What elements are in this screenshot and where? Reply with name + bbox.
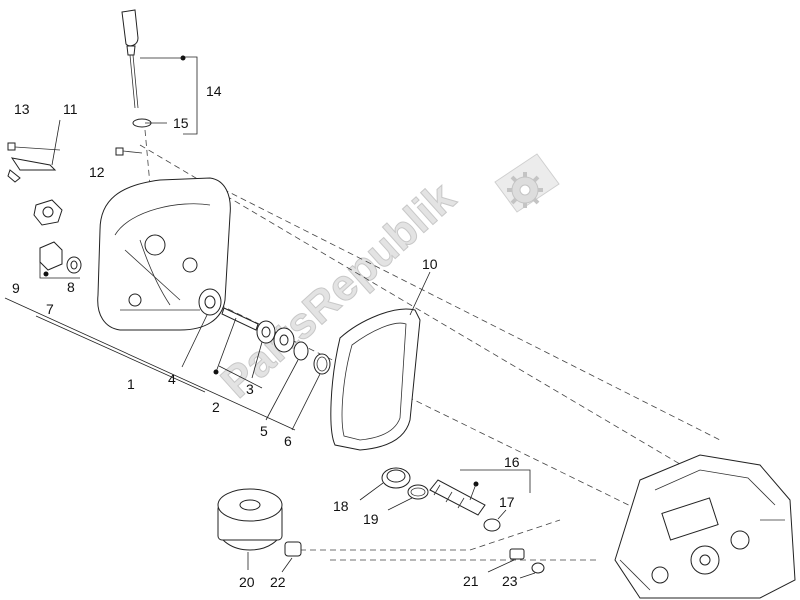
- callout-1: 1: [127, 376, 135, 392]
- callout-22: 22: [270, 574, 286, 590]
- callout-14: 14: [206, 83, 222, 99]
- callout-3: 3: [246, 381, 254, 397]
- callout-7: 7: [46, 301, 54, 317]
- callout-6: 6: [284, 433, 292, 449]
- circlip-6: [291, 353, 331, 431]
- callout-5: 5: [260, 423, 268, 439]
- callout-2: 2: [212, 399, 220, 415]
- washer-23: [519, 562, 545, 579]
- callout-16: 16: [504, 454, 520, 470]
- sensor-21: [487, 548, 525, 573]
- bracket-11: [7, 119, 61, 183]
- screw-13: [7, 142, 61, 151]
- callout-17: 17: [499, 494, 515, 510]
- shaft-2: [213, 307, 259, 375]
- callout-18: 18: [333, 498, 349, 514]
- o-ring-19: [387, 484, 429, 511]
- o-ring-17: [483, 509, 507, 532]
- callout-23: 23: [502, 573, 518, 589]
- callout-10: 10: [422, 256, 438, 272]
- bushing-7: [39, 241, 63, 277]
- gear-logo-icon: [494, 153, 560, 213]
- fitting-22: [281, 541, 302, 573]
- callout-20: 20: [239, 574, 255, 590]
- filter-cap-18: [359, 467, 411, 501]
- dipstick: [121, 9, 186, 128]
- grouping-brackets: [4, 56, 531, 493]
- callout-15: 15: [173, 115, 189, 131]
- callout-21: 21: [463, 573, 479, 589]
- pump-9: [33, 199, 63, 226]
- gasket-10: [330, 271, 431, 451]
- callout-19: 19: [363, 511, 379, 527]
- callout-9: 9: [12, 280, 20, 296]
- filter-screen-16: [429, 479, 486, 516]
- seal-5: [265, 341, 309, 421]
- seal-8: [66, 256, 82, 274]
- engine-cover: [97, 177, 231, 331]
- callout-11: 11: [63, 101, 78, 117]
- oil-filter-20: [217, 488, 283, 570]
- bearing-3: [251, 320, 295, 379]
- callout-12: 12: [89, 164, 105, 180]
- bearing-4: [181, 288, 222, 368]
- engine-block: [614, 454, 796, 599]
- callout-labels: 1 2 3 4 5 6 7 8 9 10 11 12 13 14 15 16 1…: [12, 83, 520, 590]
- callout-8: 8: [67, 279, 75, 295]
- screw-12: [115, 147, 143, 156]
- callout-4: 4: [168, 371, 176, 387]
- callout-13: 13: [14, 101, 30, 117]
